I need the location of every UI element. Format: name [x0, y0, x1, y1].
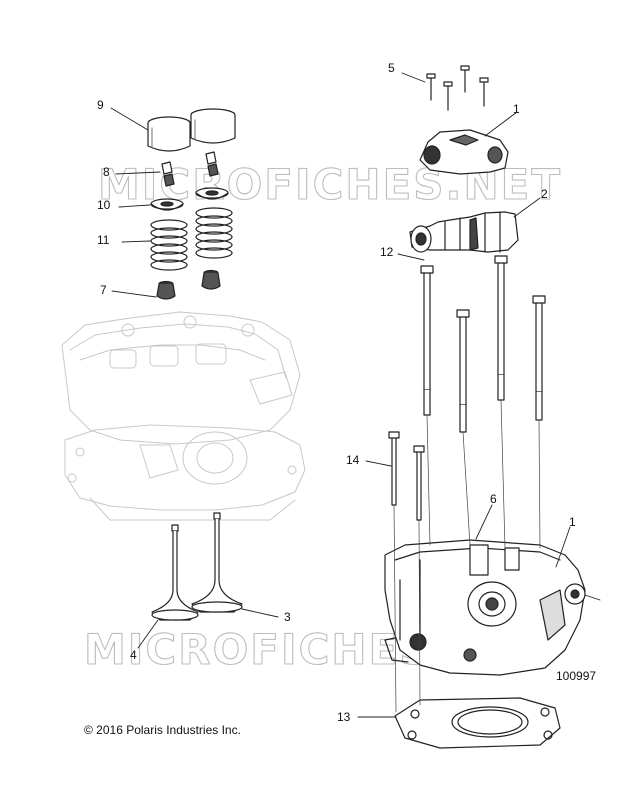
ghost-cylinder-head [61, 311, 306, 521]
valve-retainer-right [195, 187, 229, 200]
cam-cap [419, 129, 509, 175]
alignment-lines [393, 399, 541, 713]
callout-9: 9 [97, 98, 104, 112]
copyright-notice: © 2016 Polaris Industries Inc. [84, 723, 241, 737]
valve-spring-right [195, 207, 233, 259]
valve-seal-right [201, 269, 221, 290]
callout-2: 2 [541, 187, 548, 201]
callout-13: 13 [337, 710, 351, 724]
valve-bucket-right [190, 108, 236, 144]
leader-lines [110, 72, 601, 718]
callout-5: 5 [388, 61, 395, 75]
valve-seal-left [156, 280, 176, 300]
head-bolts [420, 255, 546, 433]
callout-12: 12 [380, 245, 394, 259]
callout-6: 6 [490, 492, 497, 506]
callout-11: 11 [97, 233, 110, 247]
valve-bucket-left [147, 116, 191, 152]
valve-spring-left [150, 219, 188, 271]
valve-exhaust [191, 512, 243, 613]
callout-7: 7 [100, 283, 107, 297]
callout-4: 4 [130, 648, 137, 662]
callout-10: 10 [97, 198, 111, 212]
callout-8: 8 [103, 165, 110, 179]
callout-1-cam-cap: 1 [513, 102, 520, 116]
valve-keeper-right [205, 151, 219, 177]
diagram-id: 100997 [556, 669, 597, 683]
callout-1-cylinder-head: 1 [569, 515, 576, 529]
cam-cap-bolts [426, 65, 489, 111]
valve-intake [151, 524, 199, 621]
head-gasket [394, 697, 561, 749]
camshaft [409, 211, 519, 253]
valve-keeper-left [161, 161, 175, 187]
valve-retainer-left [150, 198, 184, 211]
callout-14: 14 [346, 453, 360, 467]
cylinder-head [384, 539, 586, 676]
callout-3: 3 [284, 610, 291, 624]
